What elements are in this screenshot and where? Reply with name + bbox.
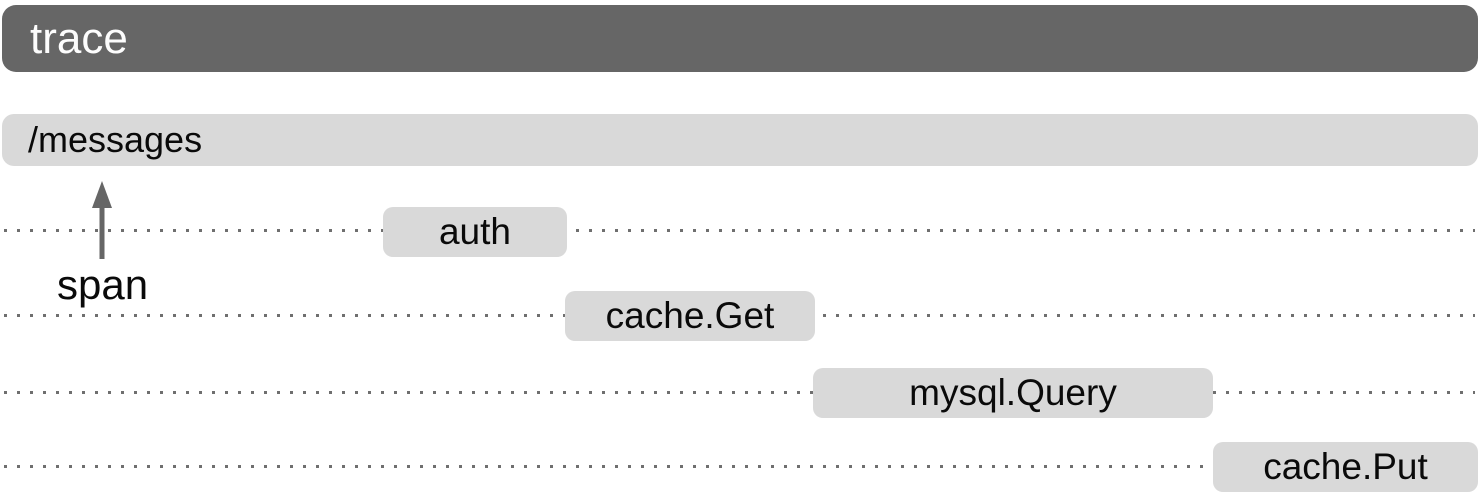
dotted-timeline [4, 391, 1475, 394]
root-span-bar: /messages [2, 114, 1478, 166]
trace-bar-label: trace [30, 13, 128, 63]
span-box: auth [383, 207, 567, 257]
span-box-label: cache.Put [1263, 446, 1428, 487]
trace-bar: trace [2, 5, 1478, 72]
dotted-timeline [4, 229, 1475, 232]
span-box: mysql.Query [813, 368, 1213, 418]
span-box-label: mysql.Query [909, 372, 1117, 413]
span-annotation-label: span [57, 261, 149, 308]
dotted-timeline [4, 465, 1475, 468]
span-box: cache.Put [1213, 442, 1478, 492]
span-arrow-icon [92, 181, 112, 259]
root-span-label: /messages [28, 119, 203, 160]
span-box: cache.Get [565, 291, 815, 341]
span-box-label: auth [438, 211, 511, 252]
span-box-label: cache.Get [605, 295, 775, 336]
